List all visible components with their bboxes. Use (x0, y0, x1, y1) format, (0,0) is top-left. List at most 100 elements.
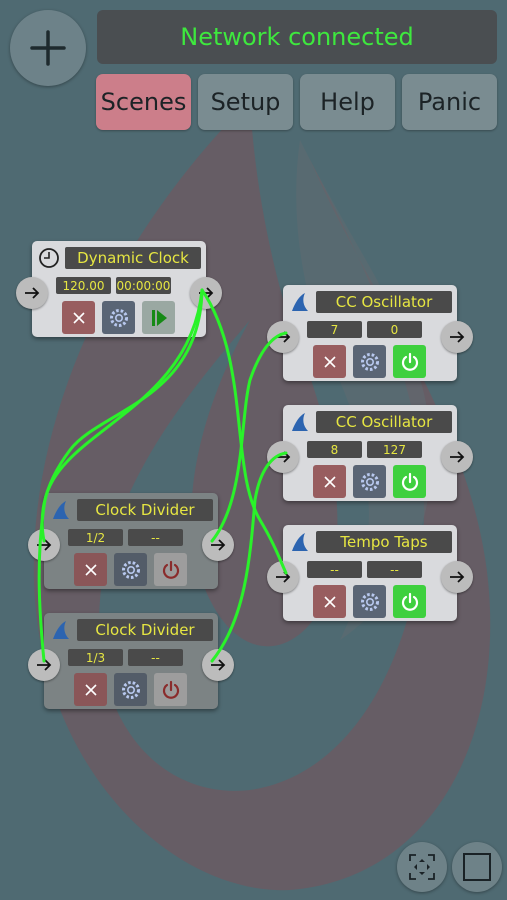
close-icon (323, 595, 336, 608)
tab-scenes[interactable]: Scenes (96, 74, 191, 130)
output-port[interactable] (441, 441, 473, 473)
shark-fin-icon (53, 501, 69, 519)
node-title: Tempo Taps (316, 531, 452, 553)
close-icon (323, 355, 336, 368)
gear-icon (360, 352, 379, 371)
close-icon (72, 311, 85, 324)
close-icon (84, 683, 97, 696)
node-cc-oscillator[interactable]: CC Oscillator 8 127 (267, 405, 473, 501)
power-toggle[interactable] (393, 585, 426, 618)
tempo-field[interactable]: 120.00 (56, 277, 111, 294)
settings-button[interactable] (353, 585, 386, 618)
input-port[interactable] (28, 529, 60, 561)
cc-number-field[interactable]: 7 (307, 321, 362, 338)
param-field[interactable]: -- (307, 561, 362, 578)
fit-view-button[interactable] (397, 842, 447, 892)
network-status: Network connected (97, 10, 497, 64)
play-button[interactable] (142, 301, 175, 334)
fit-view-icon (409, 854, 435, 880)
clock-icon (39, 248, 59, 268)
node-clock-divider[interactable]: Clock Divider 1/3 -- (28, 613, 234, 709)
division-field[interactable]: 1/3 (68, 649, 123, 666)
settings-button[interactable] (353, 345, 386, 378)
arrow-right-icon (276, 451, 291, 463)
node-title: Clock Divider (77, 499, 213, 521)
time-field[interactable]: 00:00:00 (116, 277, 171, 294)
node-title: CC Oscillator (316, 411, 452, 433)
power-toggle[interactable] (154, 553, 187, 586)
arrow-right-icon (199, 287, 214, 299)
arrow-right-icon (25, 287, 40, 299)
arrow-right-icon (37, 539, 52, 551)
settings-button[interactable] (353, 465, 386, 498)
main-tabs: Scenes Setup Help Panic (96, 74, 500, 130)
arrow-right-icon (37, 659, 52, 671)
power-toggle[interactable] (393, 345, 426, 378)
shark-fin-icon (292, 413, 308, 431)
output-port[interactable] (202, 649, 234, 681)
input-port[interactable] (267, 321, 299, 353)
remove-node-button[interactable] (74, 673, 107, 706)
output-port[interactable] (441, 561, 473, 593)
arrow-right-icon (276, 331, 291, 343)
cc-value-field[interactable]: 0 (367, 321, 422, 338)
power-icon (401, 592, 418, 611)
node-tempo-taps[interactable]: Tempo Taps -- -- (267, 525, 473, 621)
power-icon (162, 680, 179, 699)
output-port[interactable] (202, 529, 234, 561)
square-icon (463, 853, 491, 881)
settings-button[interactable] (114, 673, 147, 706)
remove-node-button[interactable] (74, 553, 107, 586)
cc-number-field[interactable]: 8 (307, 441, 362, 458)
input-port[interactable] (267, 561, 299, 593)
arrow-right-icon (450, 331, 465, 343)
node-title: Dynamic Clock (65, 247, 201, 269)
node-cc-oscillator[interactable]: CC Oscillator 7 0 (267, 285, 473, 381)
arrow-right-icon (211, 659, 226, 671)
gear-icon (360, 472, 379, 491)
settings-button[interactable] (114, 553, 147, 586)
gear-icon (109, 308, 128, 327)
plus-icon (30, 30, 66, 66)
remove-node-button[interactable] (313, 345, 346, 378)
shark-fin-icon (292, 293, 308, 311)
power-icon (401, 472, 418, 491)
gear-icon (360, 592, 379, 611)
remove-node-button[interactable] (313, 465, 346, 498)
power-icon (162, 560, 179, 579)
power-icon (401, 352, 418, 371)
tab-help[interactable]: Help (300, 74, 395, 130)
node-title: Clock Divider (77, 619, 213, 641)
shark-fin-icon (53, 621, 69, 639)
remove-node-button[interactable] (313, 585, 346, 618)
arrow-right-icon (450, 451, 465, 463)
division-field[interactable]: 1/2 (68, 529, 123, 546)
tab-setup[interactable]: Setup (198, 74, 293, 130)
power-toggle[interactable] (154, 673, 187, 706)
param-field[interactable]: -- (128, 529, 183, 546)
power-toggle[interactable] (393, 465, 426, 498)
output-port[interactable] (441, 321, 473, 353)
close-icon (323, 475, 336, 488)
input-port[interactable] (28, 649, 60, 681)
close-icon (84, 563, 97, 576)
input-port[interactable] (16, 277, 48, 309)
arrow-right-icon (450, 571, 465, 583)
arrow-right-icon (276, 571, 291, 583)
output-port[interactable] (190, 277, 222, 309)
node-clock-divider[interactable]: Clock Divider 1/2 -- (28, 493, 234, 589)
gear-icon (121, 680, 140, 699)
node-dynamic-clock[interactable]: Dynamic Clock 120.00 00:00:00 (16, 241, 222, 337)
node-title: CC Oscillator (316, 291, 452, 313)
input-port[interactable] (267, 441, 299, 473)
tab-panic[interactable]: Panic (402, 74, 497, 130)
remove-node-button[interactable] (62, 301, 95, 334)
add-node-button[interactable] (10, 10, 86, 86)
play-icon (151, 309, 167, 326)
param-field[interactable]: -- (367, 561, 422, 578)
settings-button[interactable] (102, 301, 135, 334)
param-field[interactable]: -- (128, 649, 183, 666)
shark-fin-icon (292, 533, 308, 551)
stop-button[interactable] (452, 842, 502, 892)
cc-value-field[interactable]: 127 (367, 441, 422, 458)
